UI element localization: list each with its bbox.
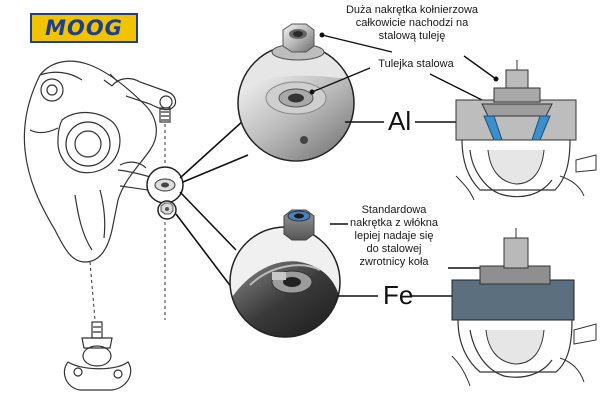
dashed-axis-ball-joint — [89, 261, 96, 321]
cross-section-steel — [451, 228, 597, 387]
moog-logo: MOOG — [30, 13, 138, 43]
zoom-circle-aluminium — [237, 44, 355, 162]
material-label-fe: Fe — [383, 280, 414, 310]
zoom-circle-steel — [229, 226, 341, 338]
callout-lines — [309, 32, 499, 297]
callout-nylon-nut: Standardowa nakrętka z włókna lepiej nad… — [349, 204, 439, 268]
material-label-al: Al — [388, 106, 412, 136]
ball-joint-icon — [63, 321, 132, 391]
cross-section-aluminium — [455, 60, 597, 201]
detail-circle-small — [146, 166, 184, 220]
flange-nut-icon — [271, 23, 325, 61]
steering-knuckle-icon — [23, 60, 157, 263]
callout-flange-nut: Duża nakrętka kołnierzowa całkowicie nac… — [345, 4, 479, 42]
small-nut-icon — [160, 202, 174, 215]
zoom-connectors — [175, 119, 249, 289]
logo-text: MOOG — [45, 16, 123, 40]
nylon-lock-nut-icon — [283, 209, 315, 241]
tie-rod-end-icon — [103, 73, 177, 123]
callout-steel-sleeve: Tulejka stalowa — [378, 58, 454, 70]
